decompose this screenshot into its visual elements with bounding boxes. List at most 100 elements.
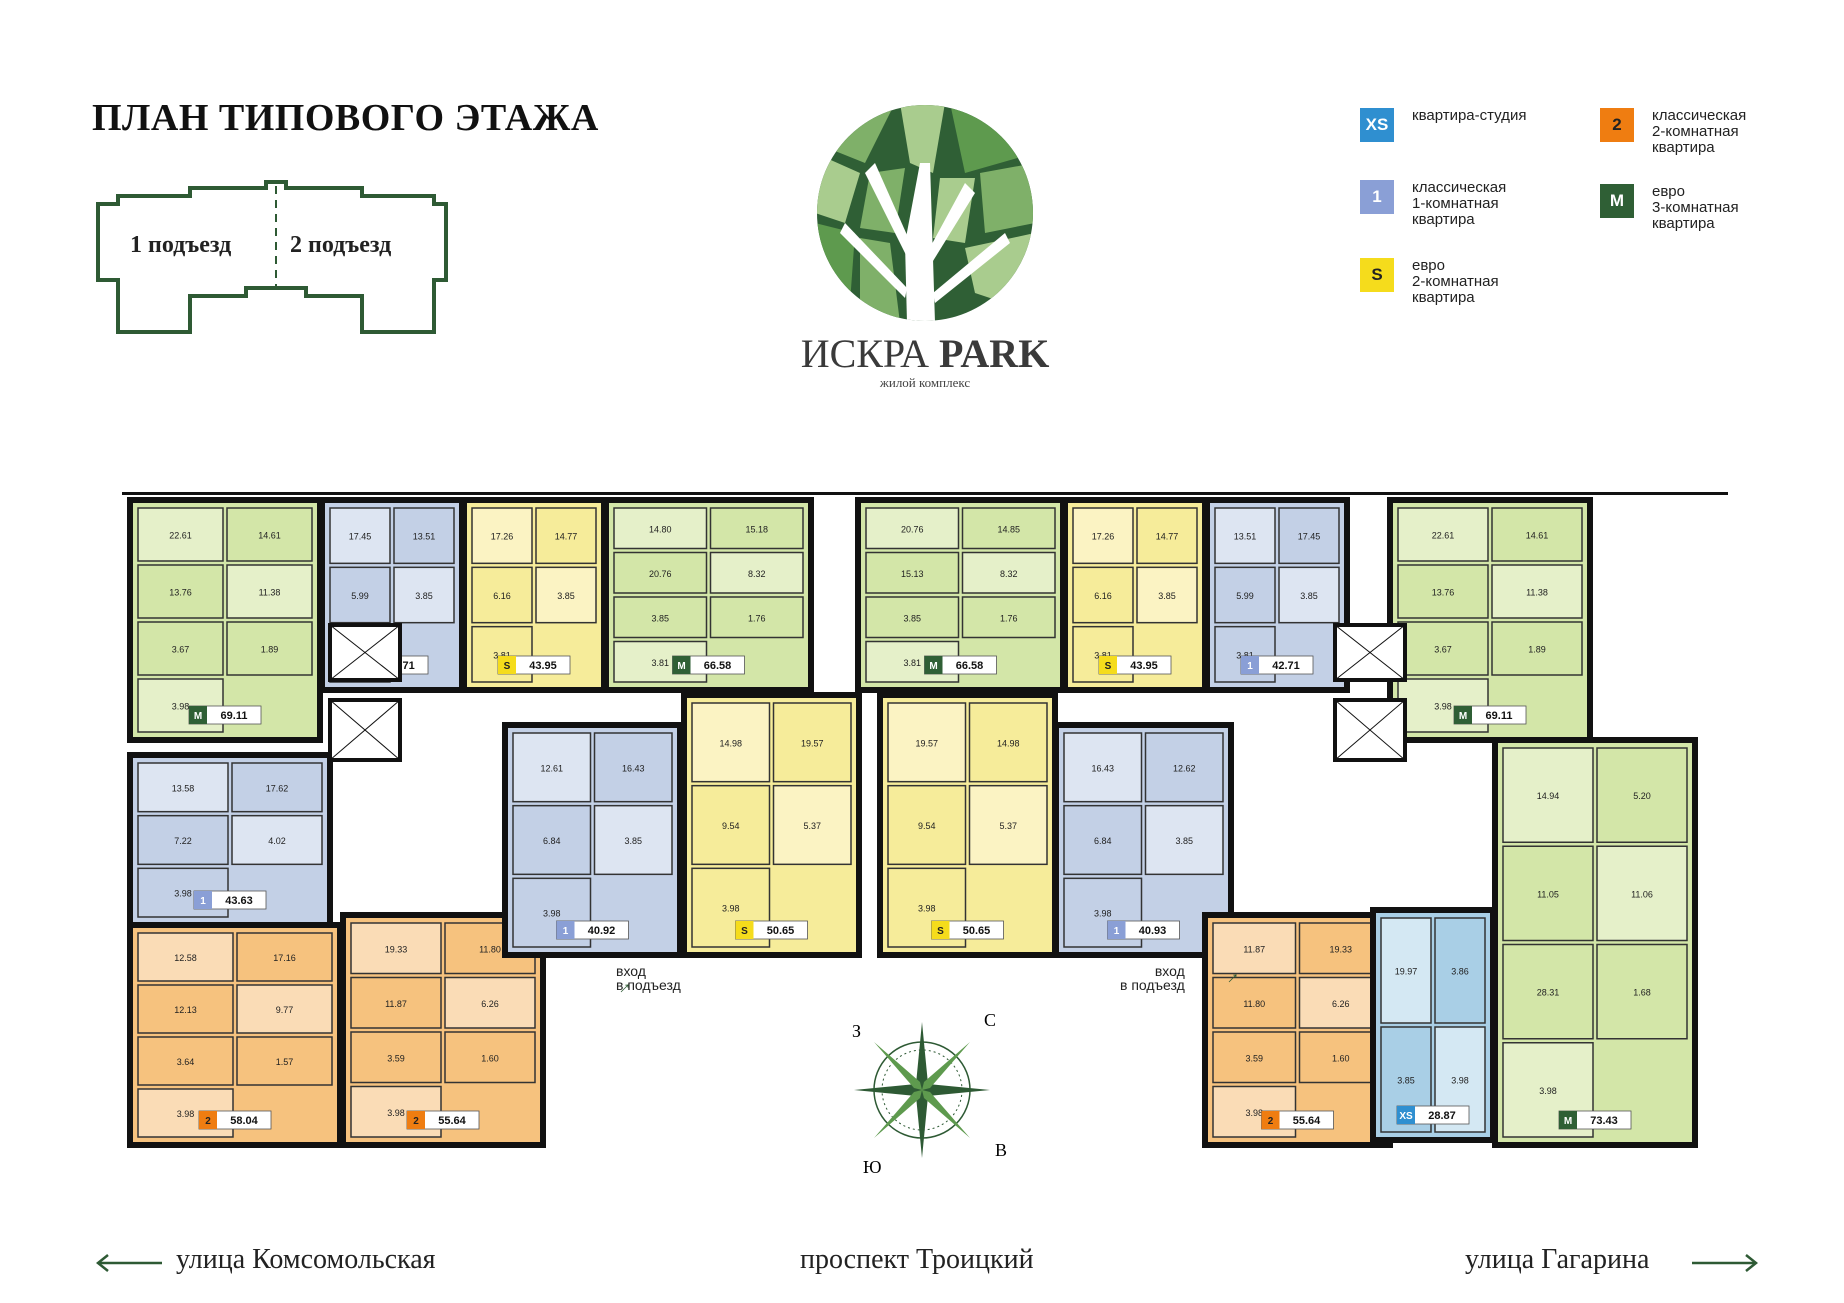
room-area-label: 1.57 [276, 1057, 294, 1067]
room-area-label: 3.98 [543, 909, 561, 919]
apartment-total-area: 42.71 [1272, 660, 1300, 672]
room-area-label: 22.61 [1432, 531, 1455, 541]
room-area-label: 6.16 [1094, 591, 1112, 601]
entrance-label-1: вход в подъезд [616, 963, 681, 993]
room-area-label: 3.98 [1434, 702, 1452, 712]
room [1144, 732, 1224, 803]
brand-name-suffix: PARK [938, 331, 1050, 376]
apartment-type-swatch [1107, 921, 1126, 939]
room [709, 596, 804, 639]
room-area-label: 17.45 [349, 532, 372, 542]
room-area-label: 14.98 [719, 738, 742, 748]
legend-label-1room: классическая 1-комнатная квартира [1412, 179, 1507, 228]
room-area-label: 5.99 [351, 591, 369, 601]
room-area-label: 3.98 [918, 904, 936, 914]
room [613, 596, 708, 639]
room-area-label: 17.16 [273, 953, 296, 963]
room-area-label: 3.85 [1300, 591, 1318, 601]
room-area-label: 14.94 [1537, 791, 1560, 801]
apartment-total-area: 43.95 [1130, 660, 1158, 672]
room-area-label: 3.98 [174, 889, 192, 899]
room-area-label: 19.57 [915, 738, 938, 748]
room-area-label: 3.98 [1451, 1076, 1469, 1086]
apartment-type-swatch [1559, 1111, 1577, 1129]
room-area-label: 3.67 [172, 645, 190, 655]
room-area-label: 19.33 [1329, 944, 1352, 954]
compass-south-label: Ю [863, 1157, 882, 1177]
room [1278, 566, 1340, 624]
room [1380, 917, 1432, 1024]
page-title: ПЛАН ТИПОВОГО ЭТАЖА [92, 97, 599, 139]
apartment-type-swatch [931, 921, 950, 939]
room-area-label: 3.81 [1236, 650, 1254, 660]
legend-label-euro3: евро 3-комнатная квартира [1652, 183, 1739, 232]
room [1136, 507, 1198, 565]
street-left-label: улица Комсомольская [176, 1244, 436, 1275]
room-area-label: 4.02 [268, 836, 286, 846]
room [1063, 877, 1143, 948]
room-area-label: 1.76 [1000, 613, 1018, 623]
room-area-label: 3.67 [1434, 645, 1452, 655]
apartment-type-code: M [194, 711, 202, 722]
room-area-label: 5.37 [999, 821, 1017, 831]
room [236, 1036, 333, 1086]
room-area-label: 1.68 [1633, 988, 1651, 998]
room-area-label: 1.89 [261, 645, 279, 655]
apartment-type-code: 1 [1247, 661, 1253, 672]
room [1298, 976, 1383, 1029]
room-area-label: 19.33 [385, 944, 408, 954]
room-area-label: 20.76 [901, 524, 924, 534]
room [512, 732, 592, 803]
room [968, 702, 1048, 783]
room-area-label: 3.85 [1397, 1076, 1415, 1086]
room [137, 507, 224, 562]
room [444, 1031, 536, 1084]
apartment-type-code: 2 [413, 1116, 419, 1127]
apartment-type-swatch [1261, 1111, 1280, 1129]
legend-code-euro3: M [1600, 184, 1634, 218]
room-area-label: 3.81 [651, 658, 669, 668]
room-area-label: 3.85 [415, 591, 433, 601]
room [231, 762, 323, 813]
room [1212, 1031, 1297, 1084]
room-area-label: 19.97 [1395, 967, 1418, 977]
room [709, 507, 804, 550]
room [137, 1036, 234, 1086]
room-area-label: 19.57 [801, 738, 824, 748]
room-area-label: 9.54 [918, 821, 936, 831]
room [1144, 804, 1224, 876]
apartment-type-swatch [1099, 656, 1117, 674]
room [350, 922, 442, 975]
room-area-label: 9.77 [276, 1005, 294, 1015]
room [961, 596, 1056, 639]
room-area-label: 6.26 [1332, 999, 1350, 1009]
room-area-label: 1.89 [1528, 645, 1546, 655]
room [1502, 943, 1594, 1040]
room-area-label: 11.87 [385, 999, 407, 1009]
apartment-total-area: 55.64 [438, 1115, 466, 1127]
room-area-label: 9.54 [722, 821, 740, 831]
room [1596, 747, 1688, 843]
apartment-total-area: 73.43 [1590, 1115, 1618, 1127]
room-area-label: 12.61 [540, 763, 563, 773]
room-area-label: 3.59 [1245, 1053, 1263, 1063]
room [471, 566, 533, 624]
room [1298, 1031, 1383, 1084]
